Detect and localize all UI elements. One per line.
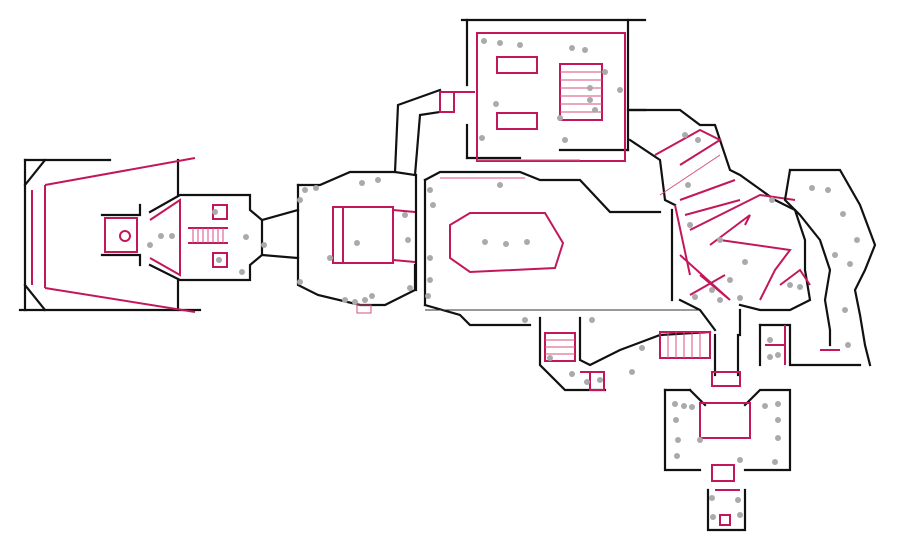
north-stairs	[559, 63, 603, 121]
west-wing-walls	[18, 158, 202, 312]
west-corridor	[260, 208, 300, 260]
north-connector	[393, 88, 475, 177]
south-corridor	[538, 316, 741, 392]
south-room	[663, 388, 792, 532]
west-wing-lines	[31, 157, 196, 313]
far-east-wing	[758, 168, 877, 367]
west-antechamber	[100, 193, 264, 282]
south-stairs	[544, 332, 576, 362]
east-stairs	[659, 331, 711, 359]
west-wing	[18, 157, 202, 313]
east-cave	[628, 108, 812, 337]
item-markers	[147, 38, 860, 520]
central-hall	[414, 170, 700, 327]
west-stairs	[188, 227, 228, 244]
